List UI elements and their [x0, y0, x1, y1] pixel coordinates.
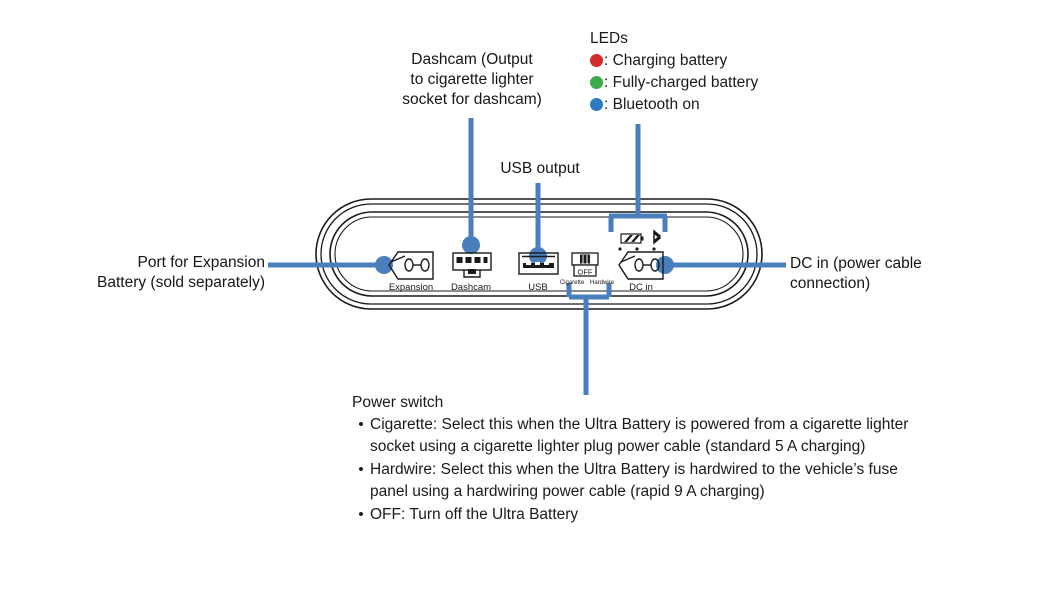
dcin-port-icon [618, 251, 664, 280]
switch-cigarette-label: Cigarette [560, 280, 585, 286]
expansion-port-icon [388, 251, 434, 280]
bluetooth-icon [653, 229, 662, 245]
bullet-icon: • [358, 506, 364, 523]
led-legend-item-charging: : Charging battery [590, 49, 830, 71]
callout-dashcam: Dashcam (Output to cigarette lighter soc… [402, 51, 542, 108]
expansion-port-label: Expansion [389, 282, 433, 293]
dashcam-port-label: Dashcam [451, 282, 491, 293]
leader-dashcam [462, 118, 480, 254]
led-label-bluetooth: : Bluetooth on [604, 95, 700, 113]
leds-legend: LEDs : Charging battery : Fully-charged … [590, 28, 830, 115]
led-dot-2 [635, 247, 639, 251]
led-legend-item-fully-charged: : Fully-charged battery [590, 71, 830, 93]
led-dot-1 [618, 247, 622, 251]
power-switch-bullet-hardwire: • Hardwire: Select this when the Ultra B… [352, 459, 922, 503]
leds-title: LEDs [590, 30, 628, 47]
power-switch-bullet-text: Cigarette: Select this when the Ultra Ba… [370, 416, 909, 455]
power-switch-bullet-text: Hardwire: Select this when the Ultra Bat… [370, 461, 898, 500]
led-label-charging: : Charging battery [604, 51, 728, 69]
power-switch-description: Power switch • Cigarette: Select this wh… [352, 392, 922, 527]
battery-icon [620, 233, 644, 244]
power-switch-bullet-off: • OFF: Turn off the Ultra Battery [352, 504, 922, 526]
callout-expansion: Port for Expansion Battery (sold separat… [97, 254, 265, 291]
dcin-port-label: DC in [629, 282, 653, 293]
bullet-icon: • [358, 461, 364, 478]
switch-hardwire-label: Hardwire [590, 280, 615, 286]
leader-expansion [268, 256, 393, 274]
led-label-fully-charged: : Fully-charged battery [604, 73, 759, 91]
usb-port-icon [518, 252, 559, 275]
power-switch-bullet-text: OFF: Turn off the Ultra Battery [370, 506, 579, 523]
power-switch-icon [571, 252, 599, 277]
led-legend-item-bluetooth: : Bluetooth on [590, 93, 830, 115]
leader-leds [608, 124, 668, 232]
bullet-icon: • [358, 416, 364, 433]
leader-power-switch [566, 283, 612, 395]
led-swatch-bluetooth [590, 97, 603, 111]
power-switch-bullet-cigarette: • Cigarette: Select this when the Ultra … [352, 414, 922, 458]
callout-dcin: DC in (power cable connection) [790, 255, 922, 292]
dashcam-port-icon [452, 252, 492, 278]
led-swatch-charging [590, 53, 603, 67]
led-dot-3 [652, 247, 656, 251]
callout-usb: USB output [500, 160, 580, 177]
led-indicator-symbols [618, 229, 662, 251]
leader-dcin [656, 256, 786, 274]
usb-port-label: USB [528, 282, 548, 293]
switch-off-label: OFF [578, 268, 593, 277]
power-switch-title: Power switch [352, 394, 444, 411]
led-swatch-fully-charged [590, 75, 603, 89]
